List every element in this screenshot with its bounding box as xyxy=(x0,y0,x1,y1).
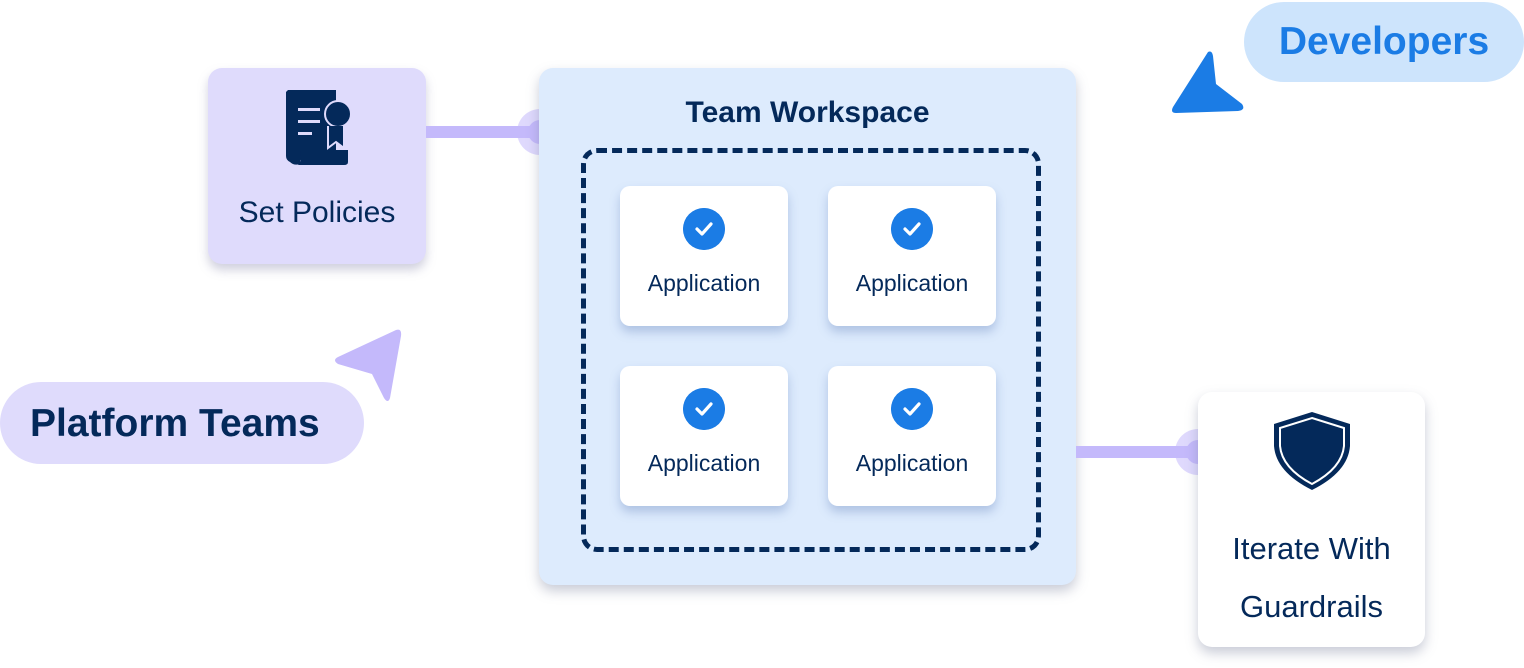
application-card: Application xyxy=(828,186,996,326)
check-circle-icon xyxy=(891,388,933,430)
platform-teams-pill: Platform Teams xyxy=(0,382,364,464)
application-card: Application xyxy=(828,366,996,506)
check-circle-icon xyxy=(683,208,725,250)
guardrails-label: Iterate With Guardrails xyxy=(1198,520,1425,636)
check-circle-icon xyxy=(891,208,933,250)
platform-teams-label: Platform Teams xyxy=(30,402,320,445)
developers-pill: Developers xyxy=(1244,2,1524,82)
guardrails-card: Iterate With Guardrails xyxy=(1198,392,1425,647)
application-label: Application xyxy=(855,450,969,476)
connector-line-guardrails xyxy=(1076,446,1200,458)
shield-icon xyxy=(1274,412,1350,490)
developers-cursor-pointer-icon xyxy=(1172,51,1244,113)
guardrails-label-line1: Iterate With xyxy=(1232,531,1391,566)
team-workspace: Team Workspace Application Application A… xyxy=(539,68,1076,585)
set-policies-label: Set Policies xyxy=(238,196,396,229)
guardrails-label-line2: Guardrails xyxy=(1240,589,1383,624)
workspace-title: Team Workspace xyxy=(685,96,930,129)
platform-teams-cursor-pointer-icon xyxy=(335,329,402,401)
application-group-boundary xyxy=(581,148,1041,552)
application-label: Application xyxy=(647,450,761,476)
connector-line-policies xyxy=(426,126,540,138)
certificate-document-icon xyxy=(286,90,352,165)
application-card: Application xyxy=(620,366,788,506)
application-card: Application xyxy=(620,186,788,326)
developers-label: Developers xyxy=(1278,20,1490,63)
application-label: Application xyxy=(855,270,969,296)
check-circle-icon xyxy=(683,388,725,430)
application-label: Application xyxy=(647,270,761,296)
set-policies-card: Set Policies xyxy=(208,68,426,264)
